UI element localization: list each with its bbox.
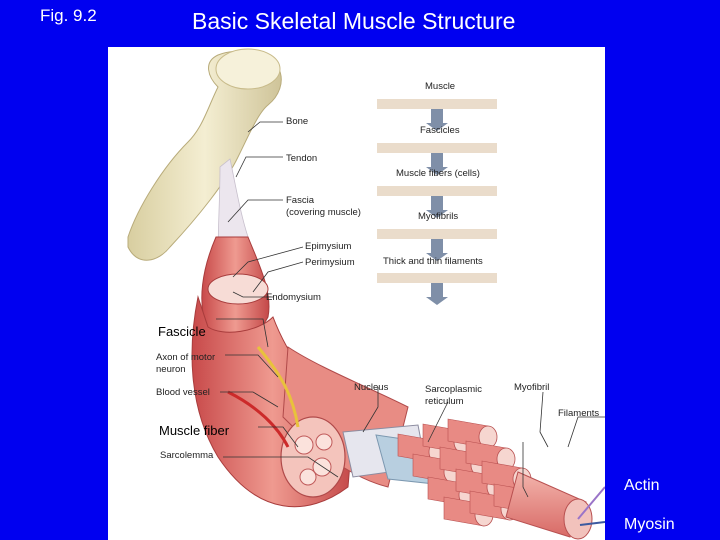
- hierarchy-bar: [377, 143, 497, 153]
- label-epimysium: Epimysium: [305, 241, 352, 252]
- label-filaments: Filaments: [558, 408, 600, 419]
- hierarchy-arrow: [426, 109, 448, 131]
- muscle-illustration: [127, 48, 605, 540]
- hierarchy-fascicles: Fascicles: [420, 125, 460, 136]
- hierarchy-bar: [377, 99, 497, 109]
- filament-cylinder: [505, 471, 605, 540]
- hierarchy-arrow: [426, 283, 448, 305]
- label-nucleus: Nucleus: [354, 382, 389, 393]
- hierarchy-arrow: [426, 239, 448, 261]
- blood-vessel-line: [227, 390, 290, 448]
- leader-lines: [216, 121, 605, 498]
- label-tendon: Tendon: [286, 153, 318, 164]
- label-endomysium: Endomysium: [266, 292, 321, 303]
- motor-axon: [256, 346, 300, 428]
- label-bone: Bone: [286, 116, 309, 127]
- label-sarcoplasmic-2: reticulum: [425, 396, 464, 407]
- bone-shape: [127, 48, 282, 261]
- label-myosin: Myosin: [624, 516, 675, 533]
- label-axon-2: neuron: [156, 364, 186, 375]
- hierarchy-muscle: Muscle: [425, 81, 456, 92]
- hierarchy-arrow: [426, 196, 448, 218]
- hierarchy-arrow: [426, 153, 448, 175]
- hierarchy-filaments: Thick and thin filaments: [383, 256, 483, 267]
- hierarchy-muscle-fibers: Muscle fibers (cells): [396, 168, 480, 179]
- slide-title: Basic Skeletal Muscle Structure: [192, 8, 516, 34]
- hierarchy-bar: [377, 229, 497, 239]
- label-perimysium: Perimysium: [305, 257, 355, 268]
- label-fascia-2: (covering muscle): [286, 207, 361, 218]
- label-muscle-fiber: Muscle fiber: [159, 423, 230, 438]
- hierarchy-bar: [377, 186, 497, 196]
- label-fascia-1: Fascia: [286, 195, 314, 206]
- label-blood-vessel: Blood vessel: [156, 387, 210, 398]
- label-fascicle: Fascicle: [158, 324, 206, 339]
- label-actin: Actin: [624, 477, 660, 494]
- hierarchy-myofibrils: Myofibrils: [418, 211, 459, 222]
- diagram-panel: Bone Tendon Fascia (covering muscle) Epi…: [108, 47, 605, 540]
- figure-label: Fig. 9.2: [40, 6, 97, 25]
- hierarchy-bar: [377, 273, 497, 283]
- label-sarcolemma: Sarcolemma: [160, 450, 214, 461]
- hierarchy-chain: [377, 99, 497, 305]
- label-myofibril: Myofibril: [514, 382, 550, 393]
- label-axon-1: Axon of motor: [156, 352, 216, 363]
- label-sarcoplasmic-1: Sarcoplasmic: [425, 384, 483, 395]
